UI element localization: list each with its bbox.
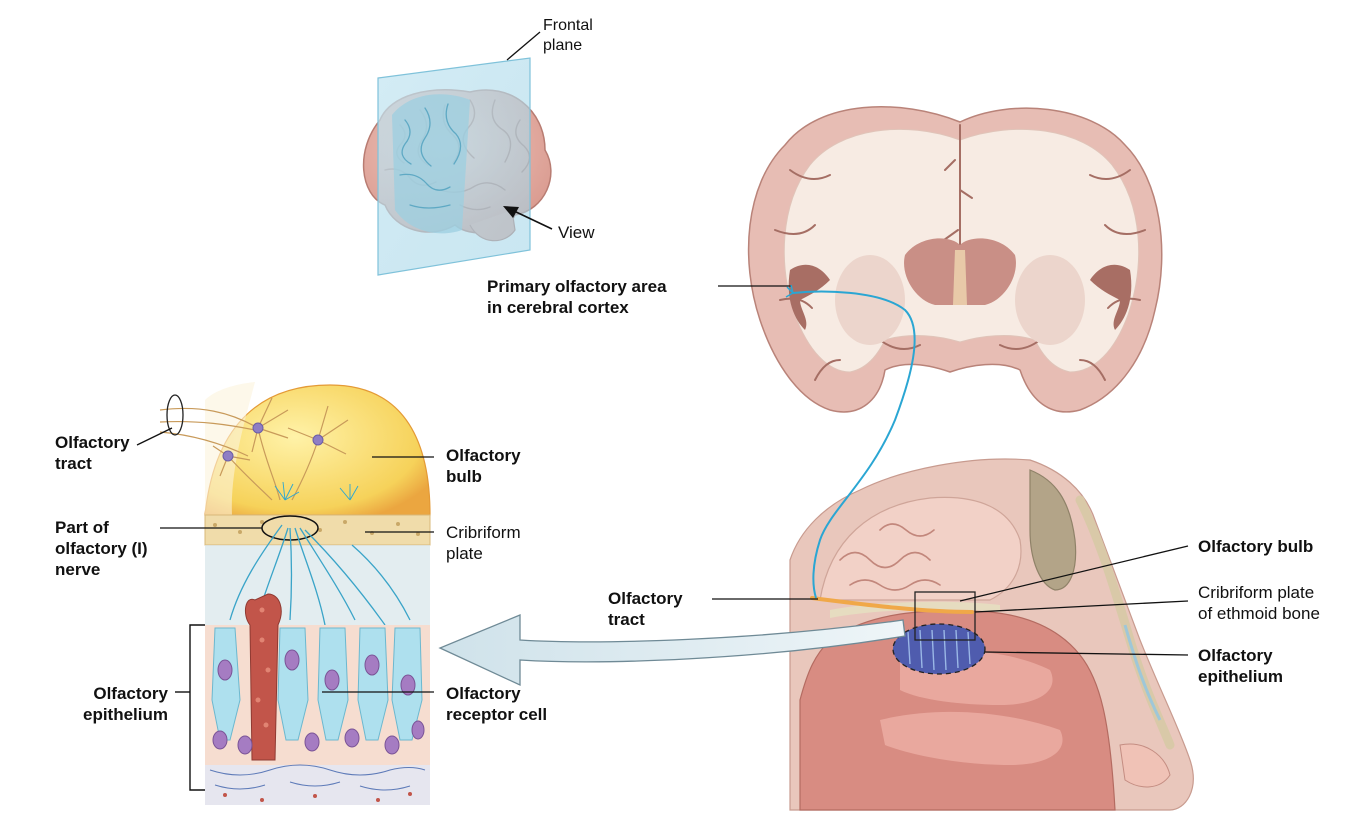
olfactory-tract-left-line2: tract: [55, 453, 130, 474]
olfactory-nerve-label: Part of olfactory (I) nerve: [55, 517, 148, 580]
olfactory-epithelium-right-line2: epithelium: [1198, 666, 1283, 687]
olfactory-epithelium-left-line1: Olfactory: [60, 683, 168, 704]
olfactory-receptor-cell-label: Olfactory receptor cell: [446, 683, 547, 725]
olfactory-tract-left-leader: [137, 428, 172, 445]
olfactory-bulb-right-label: Olfactory bulb: [1198, 536, 1313, 557]
cribriform-plate-right-line1: Cribriform plate: [1198, 582, 1320, 603]
olfactory-tract-right-line2: tract: [608, 609, 683, 630]
olfactory-epithelium-right-label: Olfactory epithelium: [1198, 645, 1283, 687]
olfactory-bulb-left-line2: bulb: [446, 466, 521, 487]
olfactory-tract-right-label: Olfactory tract: [608, 588, 683, 630]
primary-olfactory-area-line2: in cerebral cortex: [487, 297, 667, 318]
olfactory-tract-left-label: Olfactory tract: [55, 432, 130, 474]
olfactory-nerve-line1: Part of: [55, 517, 148, 538]
frontal-plane-label: Frontal plane: [543, 16, 593, 56]
frontal-plane-label-line2: plane: [543, 36, 593, 56]
magnified-olfactory-detail: [160, 382, 430, 805]
coronal-brain-section: [749, 107, 1162, 412]
olfactory-nerve-line2: olfactory (I): [55, 538, 148, 559]
olfactory-bulb-left-label: Olfactory bulb: [446, 445, 521, 487]
view-label: View: [558, 222, 595, 243]
primary-olfactory-area-label: Primary olfactory area in cerebral corte…: [487, 276, 667, 318]
olfactory-receptor-cell-line1: Olfactory: [446, 683, 547, 704]
frontal-plane-label-line1: Frontal: [543, 16, 593, 36]
primary-olfactory-area-line1: Primary olfactory area: [487, 276, 667, 297]
frontal-plane: [378, 58, 530, 275]
olfactory-epithelium-right-line1: Olfactory: [1198, 645, 1283, 666]
cribriform-plate-left-label: Cribriform plate: [446, 522, 521, 564]
olfactory-tract-right-line1: Olfactory: [608, 588, 683, 609]
cribriform-plate-left-line2: plate: [446, 543, 521, 564]
olfactory-epithelium-left-label: Olfactory epithelium: [60, 683, 168, 725]
olfactory-epithelium-left-line2: epithelium: [60, 704, 168, 725]
cribriform-plate-left-line1: Cribriform: [446, 522, 521, 543]
frontal-plane-leader: [507, 32, 540, 60]
olfactory-nerve-line3: nerve: [55, 559, 148, 580]
olfactory-tract-left-line1: Olfactory: [55, 432, 130, 453]
olfactory-bulb-left-line1: Olfactory: [446, 445, 521, 466]
cribriform-plate-right-label: Cribriform plate of ethmoid bone: [1198, 582, 1320, 624]
epithelium-bracket: [175, 625, 205, 790]
cribriform-plate-right-line2: of ethmoid bone: [1198, 603, 1320, 624]
olfactory-receptor-cell-line2: receptor cell: [446, 704, 547, 725]
olfactory-epithelium-right: [893, 624, 985, 674]
